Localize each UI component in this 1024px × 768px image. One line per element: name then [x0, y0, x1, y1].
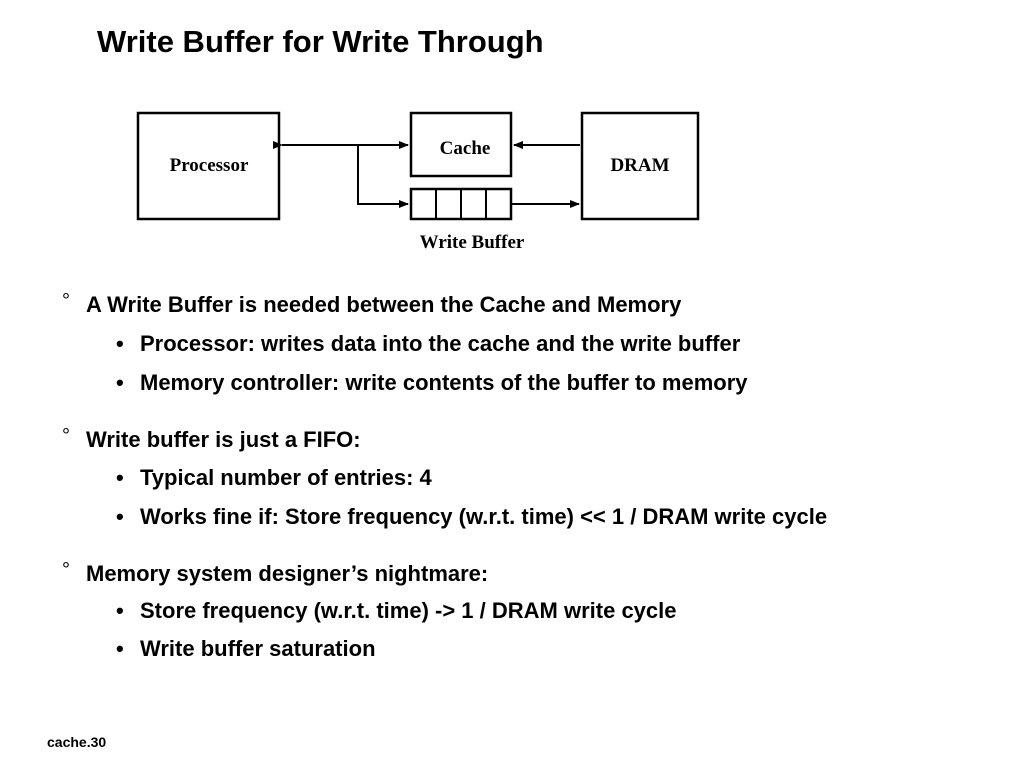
slide-title: Write Buffer for Write Through	[97, 24, 544, 59]
dot-bullet-icon: •	[116, 465, 124, 490]
dot-bullet-icon: •	[116, 331, 124, 356]
sub-bullet-text: Write buffer saturation	[140, 636, 376, 661]
bullet-text: A Write Buffer is needed between the Cac…	[86, 292, 682, 317]
degree-bullet-icon: °	[62, 425, 70, 447]
sub-bullet-text: Typical number of entries: 4	[140, 465, 432, 490]
dot-bullet-icon: •	[116, 636, 124, 661]
slide-footer: cache.30	[47, 734, 107, 750]
dot-bullet-icon: •	[116, 504, 124, 529]
processor-label: Processor	[170, 155, 249, 176]
processor-writebuffer-arrow	[357, 145, 409, 208]
sub-bullet-text: Store frequency (w.r.t. time) -> 1 / DRA…	[140, 598, 677, 623]
degree-bullet-icon: °	[62, 559, 70, 581]
dram-box	[580, 111, 700, 221]
sub-bullet-text: Works fine if: Store frequency (w.r.t. t…	[140, 504, 828, 529]
bullet-text: Memory system designer’s nightmare:	[86, 561, 489, 586]
cache-label: Cache	[440, 138, 491, 159]
bullet-text: Write buffer is just a FIFO:	[86, 427, 361, 452]
write-buffer-diagram: Processor Cache DRAM Write Buffer	[136, 111, 700, 253]
dot-bullet-icon: •	[116, 598, 124, 623]
dram-label: DRAM	[610, 155, 669, 176]
degree-bullet-icon: °	[62, 290, 70, 312]
cache-box	[409, 111, 513, 178]
processor-box	[136, 111, 281, 221]
sub-bullet-text: Memory controller: write contents of the…	[140, 370, 748, 395]
write-buffer-label: Write Buffer	[420, 232, 525, 253]
dot-bullet-icon: •	[116, 370, 124, 395]
sub-bullet-text: Processor: writes data into the cache an…	[140, 331, 741, 356]
